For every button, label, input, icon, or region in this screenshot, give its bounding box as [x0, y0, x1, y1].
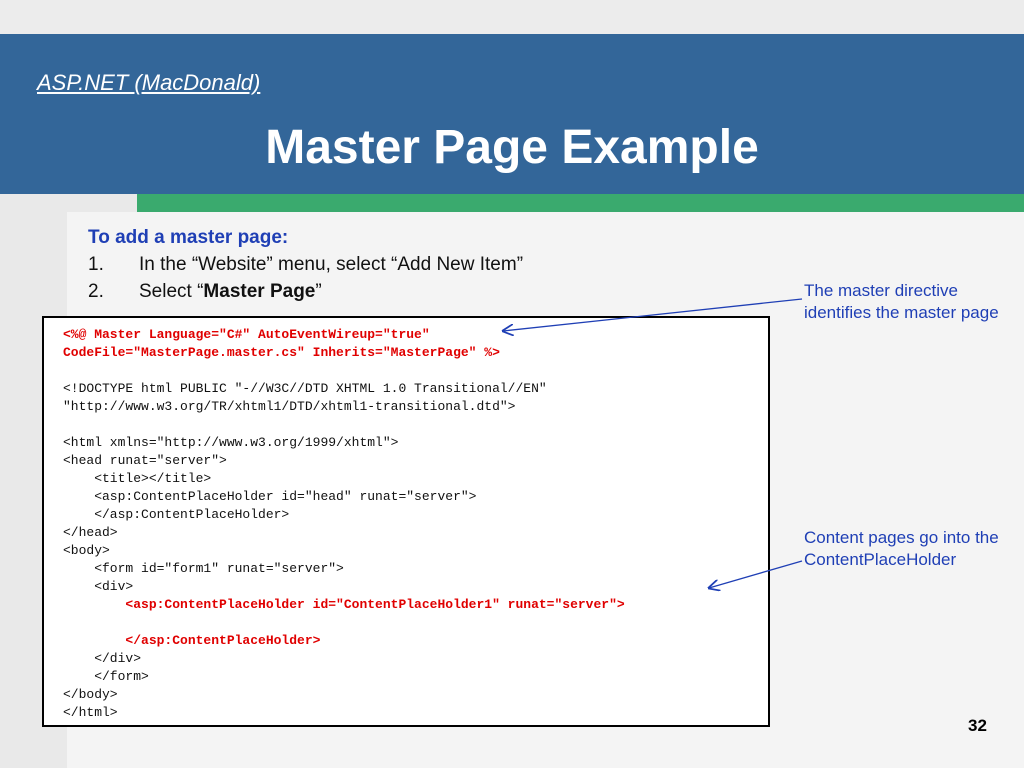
code-line: </asp:ContentPlaceHolder>: [63, 633, 321, 648]
code-line: </asp:ContentPlaceHolder>: [63, 507, 290, 522]
step-text-suffix: ”: [315, 281, 322, 302]
page-number: 32: [968, 716, 987, 735]
step-number: 2.: [88, 281, 104, 302]
code-line: CodeFile="MasterPage.master.cs" Inherits…: [63, 345, 500, 360]
callout-content-pages: Content pages go into the ContentPlaceHo…: [804, 528, 999, 569]
code-line: <%@ Master Language="C#" AutoEventWireup…: [63, 327, 430, 342]
steps-heading: To add a master page:: [88, 227, 289, 248]
callout-master-directive: The master directive identifies the mast…: [804, 281, 999, 322]
code-block: <%@ Master Language="C#" AutoEventWireup…: [42, 316, 770, 727]
code-line: <html xmlns="http://www.w3.org/1999/xhtm…: [63, 435, 399, 450]
code-line: <head runat="server">: [63, 453, 227, 468]
code-line: <asp:ContentPlaceHolder id="ContentPlace…: [63, 597, 625, 612]
code-line: "http://www.w3.org/TR/xhtml1/DTD/xhtml1-…: [63, 399, 516, 414]
step-text: In the “Website” menu, select “Add New I…: [139, 254, 524, 275]
left-strip: [0, 194, 137, 212]
code-line: </html>: [63, 705, 118, 720]
code-line: <asp:ContentPlaceHolder id="head" runat=…: [63, 489, 477, 504]
step-text-bold: Master Page: [203, 281, 316, 302]
code-line: <body>: [63, 543, 110, 558]
code-line: </div>: [63, 651, 142, 666]
slide-header: ASP.NET (MacDonald) Master Page Example: [0, 34, 1024, 194]
code-line: <title></title>: [63, 471, 212, 486]
code-line: <form id="form1" runat="server">: [63, 561, 344, 576]
course-link[interactable]: ASP.NET (MacDonald): [37, 70, 261, 95]
step-text: Select “Master Page”: [139, 281, 322, 303]
top-strip: [0, 0, 1024, 34]
step-text-prefix: Select “: [139, 281, 204, 302]
code-line: </form>: [63, 669, 149, 684]
accent-bar: [137, 194, 1024, 212]
slide-title: Master Page Example: [265, 121, 759, 174]
code-line: <!DOCTYPE html PUBLIC "-//W3C//DTD XHTML…: [63, 381, 547, 396]
code-line: </body>: [63, 687, 118, 702]
step-number: 1.: [88, 254, 104, 275]
code-line: </head>: [63, 525, 118, 540]
code-line: <div>: [63, 579, 134, 594]
